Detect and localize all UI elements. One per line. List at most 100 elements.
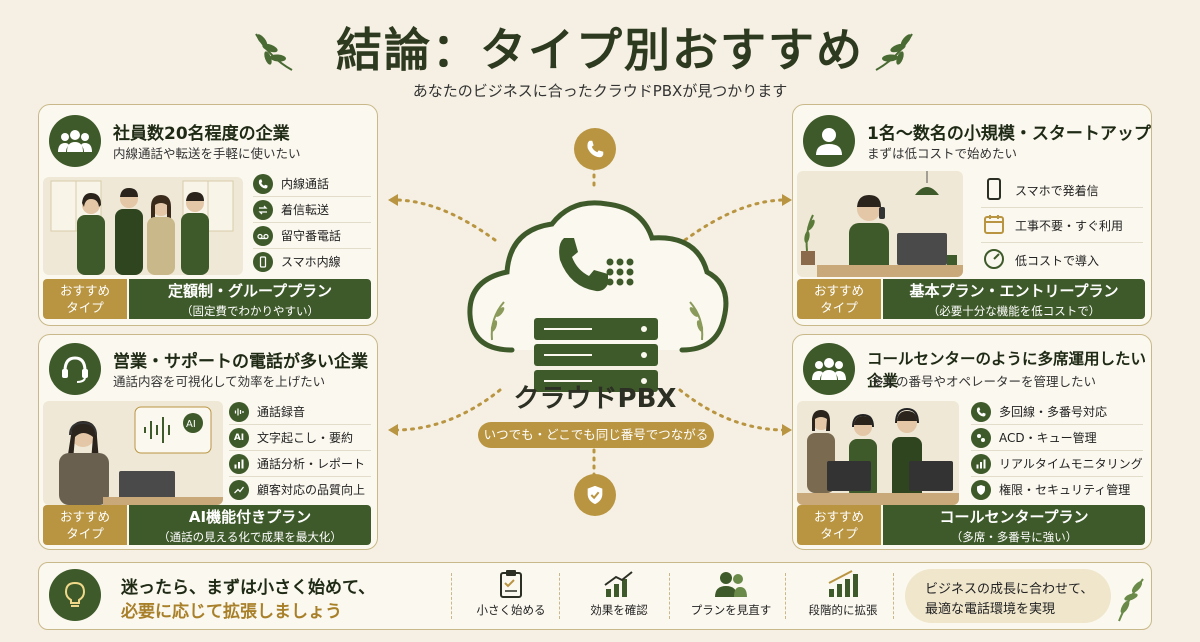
card-title: 社員数20名程度の企業 — [113, 124, 290, 144]
feature-label: 多回線・多番号対応 — [999, 405, 1108, 419]
plan-name: 定額制・グループプラン — [167, 281, 333, 300]
bottom-banner: 迷ったら、まずは小さく始めて、 必要に応じて拡張しましょう 小さく始める 効果を… — [38, 562, 1152, 630]
ai-icon: AI — [229, 427, 249, 448]
feature-label: スマホで発着信 — [1015, 183, 1099, 198]
page-title: 結論：タイプ別おすすめ — [336, 23, 864, 77]
card-call-center: コールセンターのように多席運用したい企業 多くの番号やオペレーターを管理したい … — [792, 334, 1152, 550]
recommend-tag: おすすめ タイプ — [43, 505, 127, 545]
card-subtitle: 内線通話や転送を手軽に使いたい — [113, 146, 301, 161]
recommend-tag: おすすめ タイプ — [43, 279, 127, 319]
monitor-chart-icon — [971, 453, 991, 474]
office-team-illustration — [43, 177, 243, 275]
cloud-pbx-diagram — [467, 200, 729, 392]
step-review-plan: プランを見直す — [679, 569, 783, 618]
feature-item: 留守番電話 — [253, 223, 371, 249]
recommend-tag: おすすめ タイプ — [797, 505, 881, 545]
queue-icon — [971, 427, 991, 448]
step-divider — [669, 573, 670, 619]
plan-box: コールセンタープラン （多席・多番号に強い） — [883, 505, 1145, 545]
trend-up-icon — [229, 479, 249, 500]
center-tagline: いつでも・どこでも同じ番号でつながる — [478, 422, 714, 448]
feature-label: 着信転送 — [281, 203, 330, 217]
recommend-tag-label: おすすめ タイプ — [813, 509, 864, 541]
phone-top-icon — [574, 128, 616, 170]
operator-illustration: AI — [43, 401, 223, 505]
feature-item: ACD・キュー管理 — [971, 425, 1143, 451]
feature-list: スマホで発着信 工事不要・すぐ利用 低コストで導入 — [981, 173, 1143, 277]
remote-worker-illustration — [797, 171, 963, 277]
feature-item: 内線通話 — [253, 171, 371, 197]
recommend-tag-label: おすすめ タイプ — [813, 283, 864, 315]
feature-label: 内線通話 — [281, 177, 330, 191]
growth-note-line2: 最適な電話環境を実現 — [925, 602, 1056, 617]
person-icon — [803, 115, 855, 167]
shield-check-icon — [574, 474, 616, 516]
multi-line-phone-icon — [971, 401, 991, 422]
card-subtitle: 多くの番号やオペレーターを管理したい — [871, 374, 1097, 389]
feature-label: リアルタイムモニタリング — [999, 457, 1143, 471]
svg-text:AI: AI — [186, 419, 196, 430]
banner-line2: 必要に応じて拡張しましょう — [121, 602, 342, 622]
plan-name: AI機能付きプラン — [188, 507, 312, 526]
step-label: 効果を確認 — [590, 603, 648, 617]
center-label: クラウドPBX — [513, 384, 677, 414]
users-icon — [715, 572, 747, 597]
plan-note: （多席・多番号に強い） — [950, 529, 1078, 544]
leaf-branch-icon — [1118, 578, 1144, 622]
recommend-tag-label: おすすめ タイプ — [59, 283, 110, 315]
feature-label: 文字起こし・要約 — [257, 431, 354, 445]
recommend-tag: おすすめ タイプ — [797, 279, 881, 319]
feature-item: リアルタイムモニタリング — [971, 451, 1143, 477]
step-label: 小さく始める — [476, 603, 546, 617]
connector-lines — [388, 158, 792, 477]
feature-list: 内線通話 着信転送 留守番電話 スマホ内線 — [253, 171, 371, 274]
growth-chart-icon — [604, 571, 633, 597]
lightbulb-icon — [49, 569, 101, 621]
feature-label: 工事不要・すぐ利用 — [1015, 218, 1124, 233]
feature-label: 通話分析・レポート — [257, 457, 366, 471]
feature-label: 通話録音 — [257, 405, 306, 419]
step-start-small: 小さく始める — [463, 569, 559, 618]
plan-note: （通話の見える化で成果を最大化） — [158, 529, 342, 544]
step-divider — [785, 573, 786, 619]
plan-box: 定額制・グループプラン （固定費でわかりやすい） — [129, 279, 371, 319]
gauge-icon — [981, 248, 1007, 273]
feature-item: 着信転送 — [253, 197, 371, 223]
recommend-tag-label: おすすめ タイプ — [59, 509, 110, 541]
feature-list: 多回線・多番号対応 ACD・キュー管理 リアルタイムモニタリング 権限・セキュリ… — [971, 399, 1143, 502]
growth-note: ビジネスの成長に合わせて、 最適な電話環境を実現 — [905, 569, 1111, 623]
feature-item: 低コストで導入 — [981, 243, 1143, 277]
laurel-left-icon — [255, 33, 293, 71]
step-check-effect: 効果を確認 — [571, 569, 667, 618]
phone-icon — [253, 173, 273, 194]
shield-icon — [971, 479, 991, 500]
plan-name: コールセンタープラン — [939, 507, 1089, 526]
feature-item: 多回線・多番号対応 — [971, 399, 1143, 425]
plan-note: （必要十分な機能を低コストで） — [927, 303, 1101, 318]
card-title: 1名〜数名の小規模・スタートアップ — [867, 124, 1151, 144]
step-label: 段階的に拡張 — [808, 603, 878, 617]
card-title: コールセンターのように多席運用したい企業 — [867, 350, 1147, 390]
step-divider — [451, 573, 452, 619]
plan-box: AI機能付きプラン （通話の見える化で成果を最大化） — [129, 505, 371, 545]
plan-box: 基本プラン・エントリープラン （必要十分な機能を低コストで） — [883, 279, 1145, 319]
feature-item: スマホで発着信 — [981, 173, 1143, 208]
feature-label: 権限・セキュリティ管理 — [999, 483, 1131, 497]
growth-note-line1: ビジネスの成長に合わせて、 — [925, 582, 1094, 597]
headset-icon — [49, 343, 101, 395]
feature-label: 留守番電話 — [281, 229, 342, 243]
card-small-company: 社員数20名程度の企業 内線通話や転送を手軽に使いたい 内線通話 着信転送 留守… — [38, 104, 378, 326]
clipboard-check-icon — [500, 570, 522, 598]
smartphone-icon — [981, 177, 1007, 203]
banner-line1: 迷ったら、まずは小さく始めて、 — [121, 578, 376, 598]
laurel-right-icon — [875, 33, 913, 71]
card-title: 営業・サポートの電話が多い企業 — [113, 352, 368, 372]
group-icon — [49, 115, 101, 167]
transfer-icon — [253, 199, 273, 220]
call-center-illustration — [797, 401, 959, 505]
step-divider — [559, 573, 560, 619]
bar-chart-icon — [229, 453, 249, 474]
feature-label: 低コストで導入 — [1015, 253, 1100, 268]
feature-item: 通話録音 — [229, 399, 371, 425]
